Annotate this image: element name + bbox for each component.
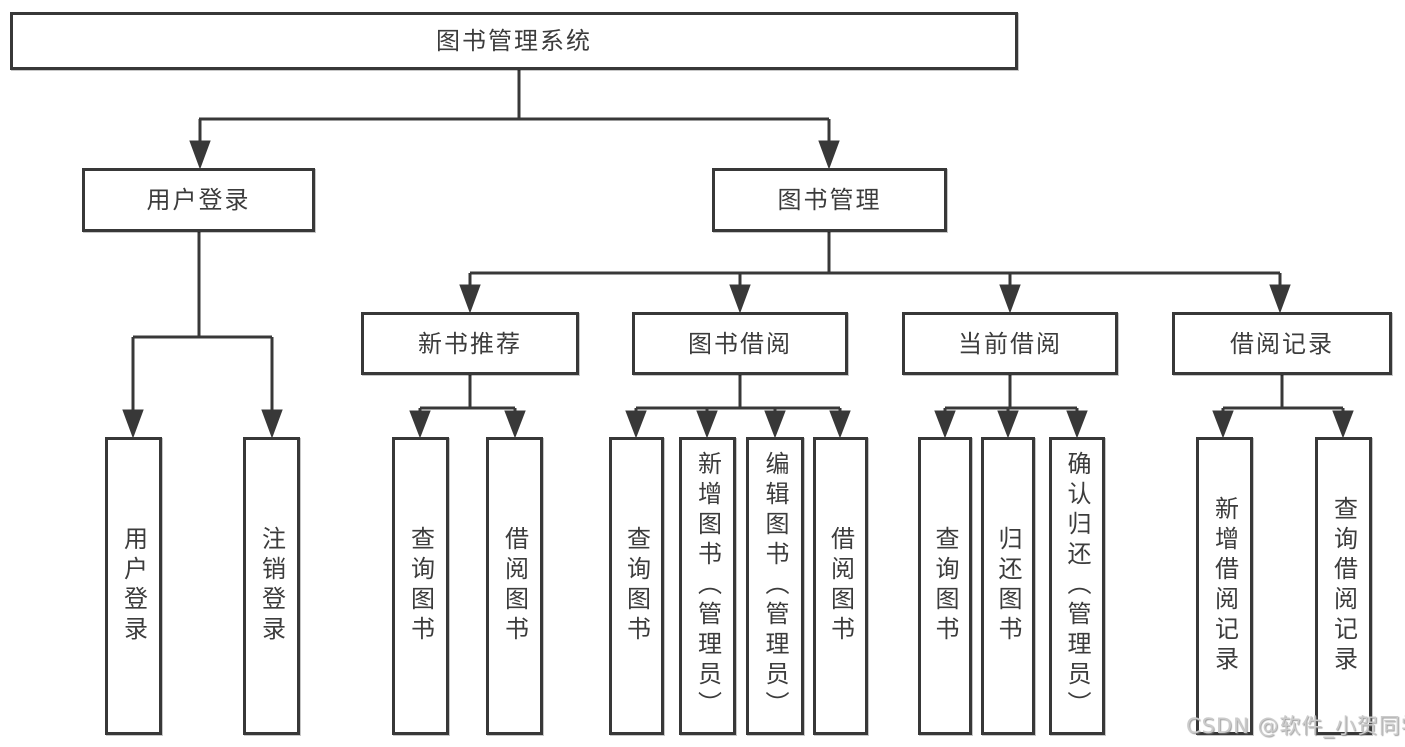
node-current-borrowing-label: 当前借阅 <box>958 329 1062 358</box>
leaf-confirm-return-admin: 确认归还（管理员） <box>1049 437 1105 735</box>
node-book-borrowing: 图书借阅 <box>632 312 848 375</box>
leaf-query-borrow-record-label: 查询借阅记录 <box>1329 496 1358 676</box>
node-library-system-label: 图书管理系统 <box>436 27 592 55</box>
connector-book-management-children <box>459 230 1291 314</box>
node-new-book-recommendation: 新书推荐 <box>361 312 579 375</box>
node-library-system: 图书管理系统 <box>10 12 1018 70</box>
leaf-query-books-borrowing: 查询图书 <box>609 437 664 735</box>
leaf-add-books-admin-label: 新增图书（管理员） <box>693 451 722 721</box>
leaf-user-login-label: 用户登录 <box>119 526 148 646</box>
node-current-borrowing: 当前借阅 <box>902 312 1118 375</box>
connector-borrowing-children <box>625 373 851 439</box>
leaf-return-books: 归还图书 <box>981 437 1035 735</box>
connector-records-children <box>1212 373 1354 439</box>
connector-current-borrowing-children <box>934 373 1088 439</box>
node-borrowing-records-label: 借阅记录 <box>1230 329 1334 358</box>
leaf-logout: 注销登录 <box>243 437 300 735</box>
connector-user-login-children <box>122 230 283 439</box>
leaf-add-books-admin: 新增图书（管理员） <box>679 437 736 735</box>
node-new-book-recommendation-label: 新书推荐 <box>418 329 522 358</box>
leaf-query-books-current-label: 查询图书 <box>931 526 959 646</box>
leaf-edit-books-admin: 编辑图书（管理员） <box>746 437 804 735</box>
leaf-borrow-books-borrowing: 借阅图书 <box>813 437 868 735</box>
node-book-borrowing-label: 图书借阅 <box>688 329 792 358</box>
node-user-login: 用户登录 <box>82 168 315 232</box>
leaf-confirm-return-admin-label: 确认归还（管理员） <box>1063 451 1091 721</box>
node-borrowing-records: 借阅记录 <box>1172 312 1392 375</box>
leaf-query-books-recommendation: 查询图书 <box>392 437 449 735</box>
leaf-add-borrow-record: 新增借阅记录 <box>1196 437 1253 735</box>
leaf-borrow-books-borrowing-label: 借阅图书 <box>826 526 855 646</box>
connector-root-to-level2 <box>189 66 840 170</box>
csdn-watermark: CSDN @软件_小贺同学 <box>1186 714 1405 738</box>
leaf-borrow-books-recommendation-label: 借阅图书 <box>500 526 529 646</box>
leaf-query-books-current: 查询图书 <box>918 437 972 735</box>
connector-recommendation-children <box>409 373 526 439</box>
leaf-user-login: 用户登录 <box>105 437 162 735</box>
leaf-query-books-borrowing-label: 查询图书 <box>622 526 651 646</box>
leaf-edit-books-admin-label: 编辑图书（管理员） <box>761 451 789 721</box>
node-book-management: 图书管理 <box>712 168 947 232</box>
node-user-login-label: 用户登录 <box>146 186 251 214</box>
node-book-management-label: 图书管理 <box>777 186 882 214</box>
leaf-logout-label: 注销登录 <box>257 526 286 646</box>
leaf-borrow-books-recommendation: 借阅图书 <box>486 437 543 735</box>
leaf-query-books-recommendation-label: 查询图书 <box>406 526 435 646</box>
leaf-return-books-label: 归还图书 <box>994 526 1022 646</box>
leaf-add-borrow-record-label: 新增借阅记录 <box>1210 496 1239 676</box>
leaf-query-borrow-record: 查询借阅记录 <box>1315 437 1372 735</box>
